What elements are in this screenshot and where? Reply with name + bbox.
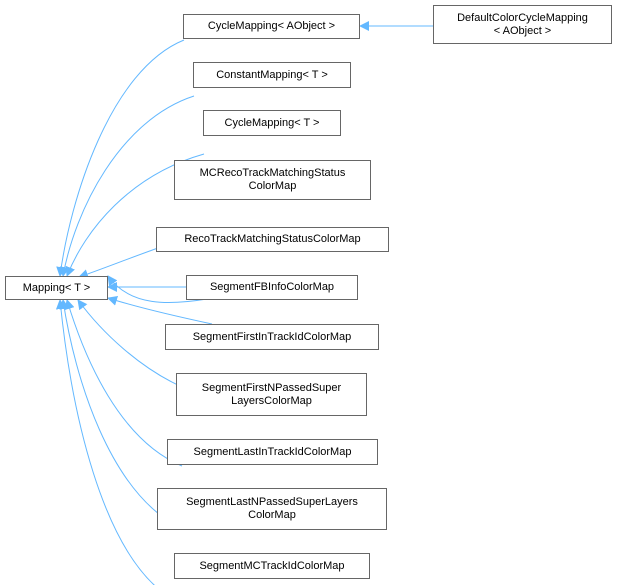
node-segmentfirstnpassedsuperlayerscolormap[interactable]: SegmentFirstNPassedSuper LayersColorMap: [176, 373, 367, 416]
node-segmentfirstintrackidcolormap[interactable]: SegmentFirstInTrackIdColorMap: [165, 324, 379, 350]
node-cyclemapping-aobject[interactable]: CycleMapping< AObject >: [183, 14, 360, 39]
edge-segmentmc: [55, 299, 156, 585]
node-recotrackmatchingstatuscolormap[interactable]: RecoTrackMatchingStatusColorMap: [156, 227, 389, 252]
node-segmentfbinfocolormap[interactable]: SegmentFBInfoColorMap: [186, 275, 358, 300]
node-mcrecotrackmatchingstatuscolormap[interactable]: MCRecoTrackMatchingStatus ColorMap: [174, 160, 371, 200]
node-cyclemapping-t[interactable]: CycleMapping< T >: [203, 110, 341, 136]
edge-segmentfirstn: [77, 299, 190, 391]
edge-segmentfirstin: [107, 295, 213, 325]
edge-cyclemapping-aobject: [56, 39, 185, 277]
edge-constantmapping: [59, 95, 195, 277]
edge-segmentlastin: [64, 299, 183, 467]
edge-segmentlastn: [59, 299, 178, 527]
node-defaultcolorcyclemapping[interactable]: DefaultColorCycleMapping < AObject >: [433, 5, 612, 44]
node-mapping-t[interactable]: Mapping< T >: [5, 276, 108, 300]
node-segmentlastnpassedsuperlayerscolormap[interactable]: SegmentLastNPassedSuperLayers ColorMap: [157, 488, 387, 530]
node-constantmapping[interactable]: ConstantMapping< T >: [193, 62, 351, 88]
node-segmentmctrackidcolormap[interactable]: SegmentMCTrackIdColorMap: [174, 553, 370, 579]
node-segmentlastintrackidcolormap[interactable]: SegmentLastInTrackIdColorMap: [167, 439, 378, 465]
